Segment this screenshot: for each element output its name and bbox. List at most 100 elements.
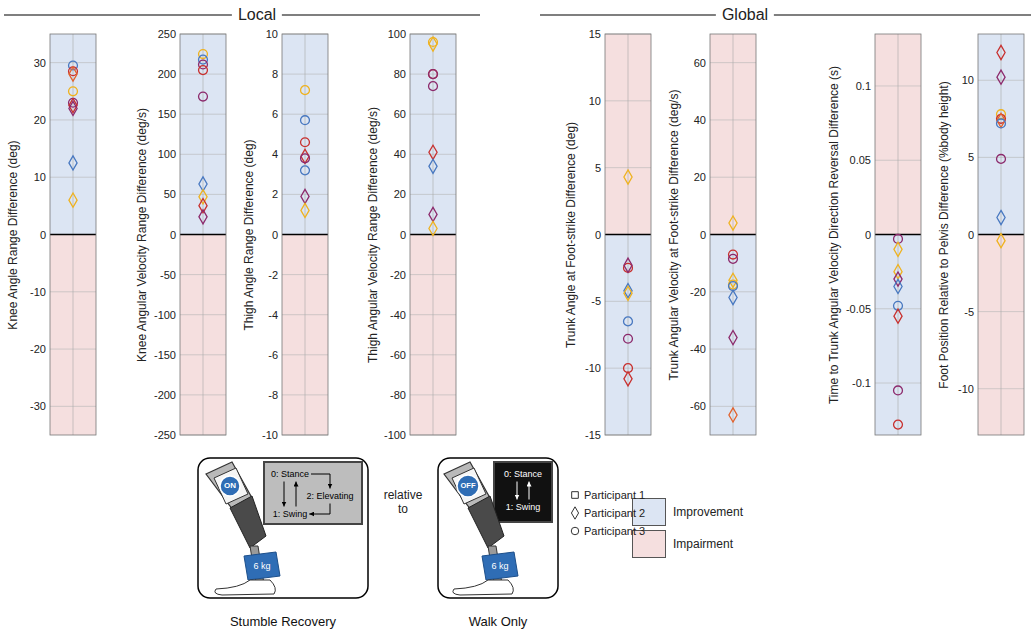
state-box: 1: Swing bbox=[505, 501, 542, 514]
data-point bbox=[624, 317, 633, 326]
tick-label: 0 bbox=[968, 228, 974, 241]
device-panel: Stumble Recovery0: Stance2: Elevating1: … bbox=[198, 458, 368, 630]
axis-title: Thigh Angle Range Difference (deg) bbox=[243, 139, 257, 330]
panel-caption: Walk Only bbox=[438, 614, 558, 630]
tick-label: 20 bbox=[694, 171, 706, 184]
tick-label: 0 bbox=[272, 228, 278, 241]
chart-panel bbox=[50, 34, 96, 435]
tick-label: 0 bbox=[700, 228, 706, 241]
tick-label: 50 bbox=[164, 188, 176, 201]
data-point bbox=[429, 70, 438, 79]
tick-label: 100 bbox=[158, 148, 176, 161]
state-label: 1: Swing bbox=[506, 502, 541, 513]
data-point bbox=[69, 101, 77, 115]
legend-marker bbox=[572, 492, 579, 499]
tick-label: 0 bbox=[170, 228, 176, 241]
panel-border bbox=[282, 34, 328, 435]
tick-label: 10 bbox=[962, 74, 974, 87]
state-label: 2: Elevating bbox=[306, 491, 353, 502]
tick-label: -200 bbox=[154, 389, 176, 402]
device-frame bbox=[198, 458, 368, 598]
data-point bbox=[199, 210, 207, 224]
tick-label: 0 bbox=[40, 228, 46, 241]
tick-label: -250 bbox=[154, 429, 176, 442]
tick-label: 10 bbox=[589, 95, 601, 108]
tick-label: -4 bbox=[268, 308, 278, 321]
annotation: relative to bbox=[377, 489, 429, 517]
data-point bbox=[301, 154, 310, 163]
tick-label: 2 bbox=[272, 188, 278, 201]
axis-title: Knee Angular Velocity Range Difference (… bbox=[136, 108, 150, 362]
tick-label: 10 bbox=[34, 171, 46, 184]
tick-label: -20 bbox=[690, 285, 706, 298]
tick-label: 20 bbox=[34, 114, 46, 127]
data-point bbox=[301, 149, 309, 163]
data-point bbox=[199, 190, 207, 204]
legend-label: Participant 3 bbox=[584, 525, 645, 537]
data-point bbox=[429, 37, 437, 51]
tick-label: 30 bbox=[34, 56, 46, 69]
panel-border bbox=[605, 34, 651, 435]
data-point bbox=[624, 258, 632, 272]
panel-border bbox=[180, 34, 226, 435]
tick-label: -100 bbox=[154, 308, 176, 321]
tick-label: -150 bbox=[154, 348, 176, 361]
data-point bbox=[69, 87, 78, 96]
tick-label: -6 bbox=[268, 348, 278, 361]
tick-label: 80 bbox=[394, 68, 406, 81]
button-label: ON bbox=[224, 481, 236, 490]
data-point bbox=[429, 207, 437, 221]
state-machine-box bbox=[494, 462, 552, 522]
data-point bbox=[301, 189, 309, 203]
chart-panel bbox=[978, 34, 1024, 435]
data-point bbox=[301, 166, 310, 175]
axis-title: Trunk Angle at Foot-strike Difference (d… bbox=[565, 121, 579, 347]
tick-label: 0.05 bbox=[850, 154, 871, 167]
legend-marker bbox=[571, 527, 578, 534]
tick-label: -60 bbox=[390, 348, 406, 361]
data-point bbox=[894, 279, 902, 293]
tick-label: -2 bbox=[268, 268, 278, 281]
data-point bbox=[997, 210, 1005, 224]
legend-label: Improvement bbox=[673, 505, 743, 519]
prosthesis-illustration bbox=[206, 462, 280, 595]
zero-line bbox=[50, 234, 96, 236]
tick-label: -30 bbox=[30, 400, 46, 413]
data-point bbox=[199, 66, 208, 75]
tick-label: -40 bbox=[690, 343, 706, 356]
axis-title: Thigh Angular Velocity Range Difference … bbox=[367, 107, 381, 363]
data-point bbox=[729, 290, 737, 304]
panel-caption: Stumble Recovery bbox=[198, 614, 368, 630]
section-rule bbox=[540, 14, 1031, 15]
tick-label: -20 bbox=[390, 268, 406, 281]
state-transition bbox=[309, 504, 330, 515]
tick-label: -15 bbox=[585, 429, 601, 442]
tick-label: 0 bbox=[595, 228, 601, 241]
data-point bbox=[729, 408, 737, 422]
data-point bbox=[301, 138, 310, 147]
state-box: 1: Swing bbox=[272, 508, 309, 521]
zero-line bbox=[605, 234, 651, 236]
button-label: OFF bbox=[461, 482, 476, 491]
tick-label: -8 bbox=[268, 389, 278, 402]
chart-panel bbox=[605, 34, 651, 435]
tick-label: 8 bbox=[272, 68, 278, 81]
data-point bbox=[894, 309, 902, 323]
data-point bbox=[69, 67, 77, 81]
chart-panel bbox=[180, 34, 226, 435]
axis-title: Trunk Angular Velocity at Foot-strike Di… bbox=[668, 89, 682, 380]
tick-label: -5 bbox=[964, 305, 974, 318]
legend-label: Impairment bbox=[673, 537, 733, 551]
panel-border bbox=[50, 34, 96, 435]
prosthesis-illustration bbox=[444, 462, 518, 595]
tick-label: -10 bbox=[958, 382, 974, 395]
state-transition bbox=[296, 482, 297, 507]
tick-label: -10 bbox=[262, 429, 278, 442]
legend-label: Participant 1 bbox=[584, 489, 645, 501]
data-point bbox=[624, 286, 632, 300]
data-point bbox=[301, 203, 309, 217]
tick-label: -10 bbox=[585, 362, 601, 375]
tick-label: 0 bbox=[865, 228, 871, 241]
tick-label: -100 bbox=[384, 429, 406, 442]
panel-border bbox=[410, 34, 456, 435]
